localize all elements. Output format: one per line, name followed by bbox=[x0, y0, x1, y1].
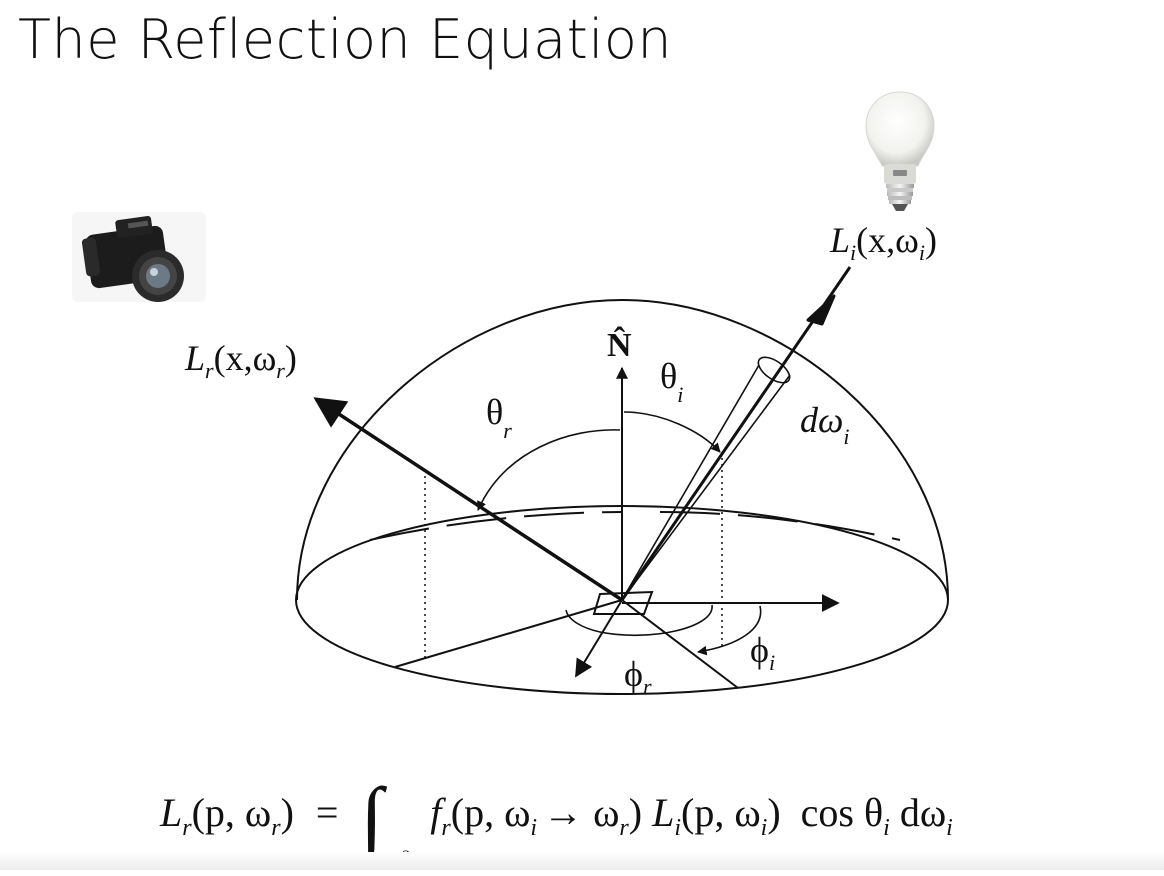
light-bulb-icon bbox=[865, 91, 935, 211]
phi-i-arc bbox=[697, 605, 762, 656]
hemisphere-dome bbox=[296, 298, 949, 601]
cone-edge-left bbox=[621, 364, 760, 601]
reflected-radiance-label: Lr(x,ωr) bbox=[184, 338, 297, 383]
slide-title: The Reflection Equation bbox=[18, 8, 673, 71]
phi-r-arc bbox=[565, 604, 713, 637]
bottom-fade bbox=[0, 852, 1164, 870]
reflection-equation: Lr(p, ωr) = ∫H2 fr(p, ωi→ ωr) Li(p, ωi) … bbox=[160, 771, 953, 876]
integral-sign: ∫ bbox=[360, 771, 383, 862]
surface-patch bbox=[592, 590, 654, 615]
incident-radiance-label: Li(x,ωi) bbox=[829, 220, 937, 265]
reflected-ray bbox=[313, 397, 623, 602]
disk-line-left bbox=[394, 599, 623, 668]
tangent-axis bbox=[575, 599, 623, 678]
theta-i-label: θi bbox=[660, 356, 683, 407]
normal-label: N̂ bbox=[607, 326, 632, 364]
cone-edge-right bbox=[621, 374, 791, 601]
cone-cap bbox=[757, 356, 791, 384]
incident-arrowhead bbox=[806, 294, 836, 326]
theta-r-arc bbox=[477, 429, 621, 511]
phi-r-label: ϕr bbox=[624, 654, 652, 699]
camera-icon bbox=[72, 212, 206, 302]
d-omega-i-label: dωi bbox=[800, 400, 850, 449]
phi-i-label: ϕi bbox=[750, 630, 775, 675]
theta-r-label: θr bbox=[486, 392, 512, 443]
theta-i-arc bbox=[623, 411, 721, 453]
back-equator bbox=[369, 511, 623, 541]
